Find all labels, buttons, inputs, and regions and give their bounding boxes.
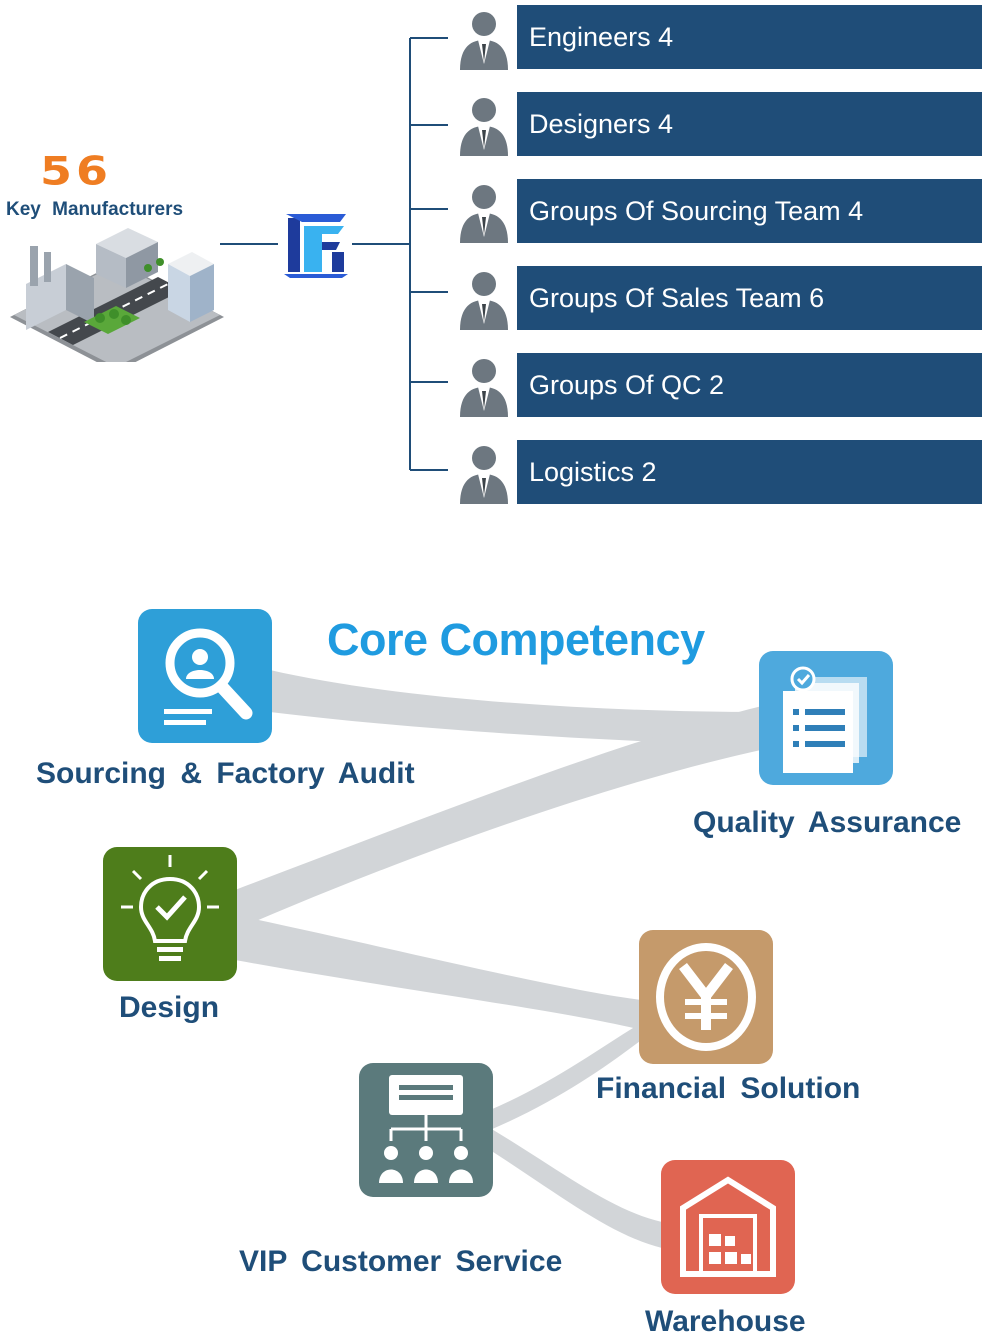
financial-card xyxy=(639,930,773,1064)
team-bar: Logistics 2 xyxy=(517,440,982,504)
team-bar: Designers 4 xyxy=(517,92,982,156)
magnifier-person-icon xyxy=(164,628,253,725)
financial-label: Financial Solution xyxy=(596,1072,861,1105)
checklist-documents-icon xyxy=(783,666,867,773)
design-label: Design xyxy=(119,991,220,1024)
factory-building-icon xyxy=(10,228,224,362)
team-bar: Groups Of QC 2 xyxy=(517,353,982,417)
yen-coin-icon xyxy=(656,943,756,1051)
quality-card xyxy=(759,651,893,785)
person-icon xyxy=(460,98,508,156)
sourcing-label: Sourcing & Factory Audit xyxy=(36,757,415,790)
warehouse-icon xyxy=(680,1176,776,1277)
team-bar: Groups Of Sourcing Team 4 xyxy=(517,179,982,243)
team-bar: Engineers 4 xyxy=(517,5,982,69)
person-icon xyxy=(460,185,508,243)
manufacturers-count: 56 xyxy=(40,148,113,194)
person-icon xyxy=(460,359,508,417)
team-bar: Groups Of Sales Team 6 xyxy=(517,266,982,330)
org-connector-lines xyxy=(220,37,448,471)
design-card xyxy=(103,847,237,981)
quality-label: Quality Assurance xyxy=(693,806,962,839)
sourcing-card xyxy=(138,609,272,743)
warehouse-card xyxy=(661,1160,795,1294)
warehouse-label: Warehouse xyxy=(645,1305,806,1338)
core-competency-title: Core Competency xyxy=(327,614,705,665)
manufacturers-label: Key Manufacturers xyxy=(6,199,184,220)
vip-card xyxy=(359,1063,493,1197)
org-chart-people-icon xyxy=(379,1075,473,1183)
company-logo-icon xyxy=(284,214,348,278)
lightbulb-check-icon xyxy=(121,855,219,961)
person-icon xyxy=(460,272,508,330)
person-icon xyxy=(460,12,508,70)
person-icon xyxy=(460,446,508,504)
vip-label: VIP Customer Service xyxy=(239,1245,563,1278)
